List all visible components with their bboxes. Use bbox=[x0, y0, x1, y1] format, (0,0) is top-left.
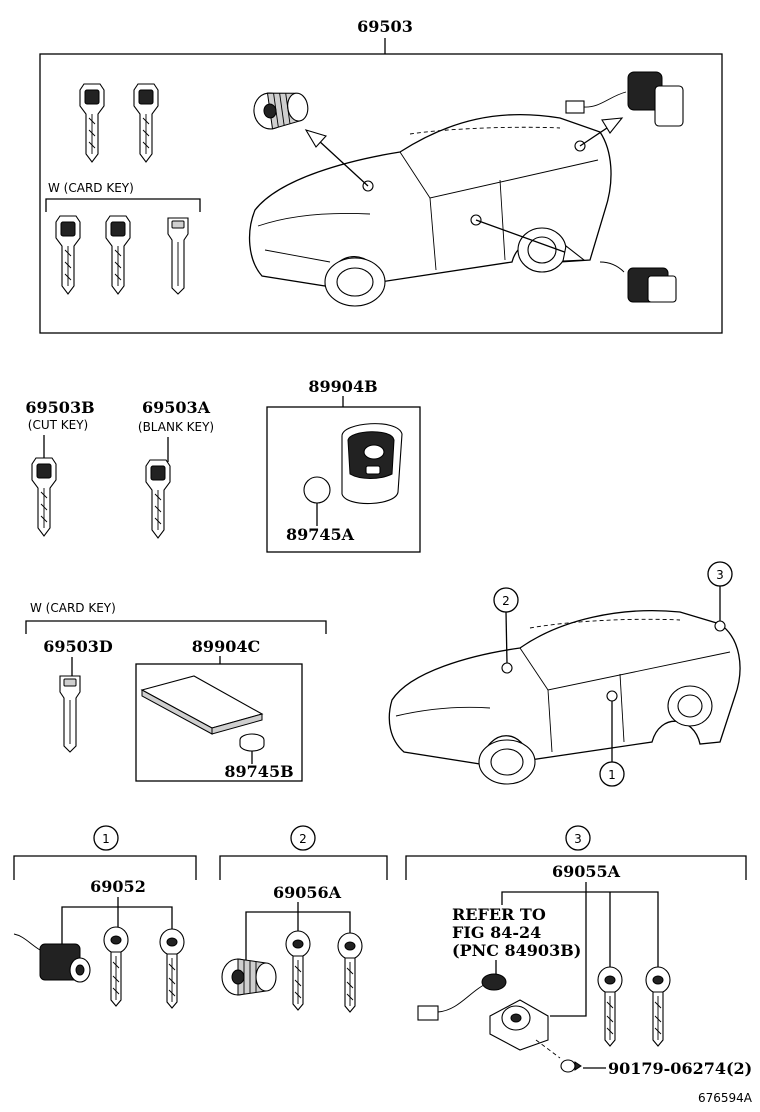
smart-key-fob-icon bbox=[341, 423, 403, 505]
part-number-69503B: 69503B bbox=[25, 398, 94, 417]
screw-icon bbox=[560, 1059, 582, 1073]
battery-icon bbox=[239, 733, 265, 752]
part-number-69052: 69052 bbox=[90, 877, 146, 896]
assembly-box-69503 bbox=[39, 53, 723, 334]
card-key-box bbox=[135, 663, 303, 782]
cut-key-icon bbox=[31, 457, 57, 537]
card-emergency-key-icon bbox=[59, 675, 81, 753]
part-number-69503: 69503 bbox=[357, 17, 413, 36]
card-key-icon bbox=[140, 675, 264, 735]
refer-to-line2: FIG 84-24 bbox=[452, 923, 541, 942]
card-key-bracket bbox=[25, 620, 327, 634]
luggage-lock-cylinder-icon bbox=[417, 973, 561, 1059]
cut-key-desc: (CUT KEY) bbox=[28, 418, 88, 432]
ignition-cylinder-icon bbox=[251, 87, 311, 132]
part-number-69056A: 69056A bbox=[273, 883, 342, 902]
ignition-cylinder-icon bbox=[221, 958, 277, 996]
blank-key-desc: (BLANK KEY) bbox=[138, 420, 214, 434]
part-number-89904C: 89904C bbox=[192, 637, 260, 656]
group-2-bracket bbox=[219, 855, 388, 880]
callout-2: 2 bbox=[502, 594, 510, 608]
card-emergency-key-icon bbox=[167, 217, 189, 295]
callout-3: 3 bbox=[716, 568, 724, 582]
transmitter-box bbox=[266, 406, 421, 553]
illustration-id: 676594A bbox=[698, 1091, 753, 1105]
part-number-69503D: 69503D bbox=[43, 637, 113, 656]
part-number-69503A: 69503A bbox=[142, 398, 211, 417]
key-blade-icon bbox=[79, 83, 105, 163]
group-3-label: 3 bbox=[574, 832, 582, 846]
callout-markers: 2 3 1 bbox=[493, 561, 733, 787]
card-key-label: W (CARD KEY) bbox=[30, 601, 116, 615]
refer-to-line3: (PNC 84903B) bbox=[452, 941, 581, 960]
group-1-bracket bbox=[13, 855, 197, 880]
part-number-89745B: 89745B bbox=[224, 762, 293, 781]
blank-key-icon bbox=[145, 459, 171, 539]
group-1-label: 1 bbox=[102, 832, 110, 846]
callout-1: 1 bbox=[608, 768, 616, 782]
part-number-89904B: 89904B bbox=[308, 377, 377, 396]
key-blade-icon bbox=[55, 215, 81, 295]
card-key-bracket bbox=[45, 198, 201, 212]
refer-to-line1: REFER TO bbox=[452, 905, 546, 924]
key-icon bbox=[337, 932, 363, 1013]
group-2-label: 2 bbox=[299, 832, 307, 846]
part-number-90179-06274: 90179-06274(2) bbox=[608, 1059, 752, 1078]
key-icon bbox=[103, 926, 129, 1007]
battery-icon bbox=[303, 476, 331, 504]
door-lock-cylinder-icon bbox=[13, 933, 91, 983]
key-icon bbox=[645, 966, 671, 1047]
luggage-lock-assembly-icon bbox=[565, 71, 684, 127]
arrow-icon bbox=[304, 117, 624, 262]
key-icon bbox=[159, 928, 185, 1009]
group-3-bracket bbox=[405, 855, 747, 880]
part-number-89745A: 89745A bbox=[286, 525, 355, 544]
key-blade-icon bbox=[105, 215, 131, 295]
door-lock-assembly-icon bbox=[599, 261, 677, 303]
key-icon bbox=[285, 930, 311, 1011]
key-blade-icon bbox=[133, 83, 159, 163]
card-key-label: W (CARD KEY) bbox=[48, 181, 134, 195]
car-illustration bbox=[248, 113, 612, 307]
part-number-69055A: 69055A bbox=[552, 862, 621, 881]
car-illustration bbox=[388, 609, 741, 785]
key-icon bbox=[597, 966, 623, 1047]
